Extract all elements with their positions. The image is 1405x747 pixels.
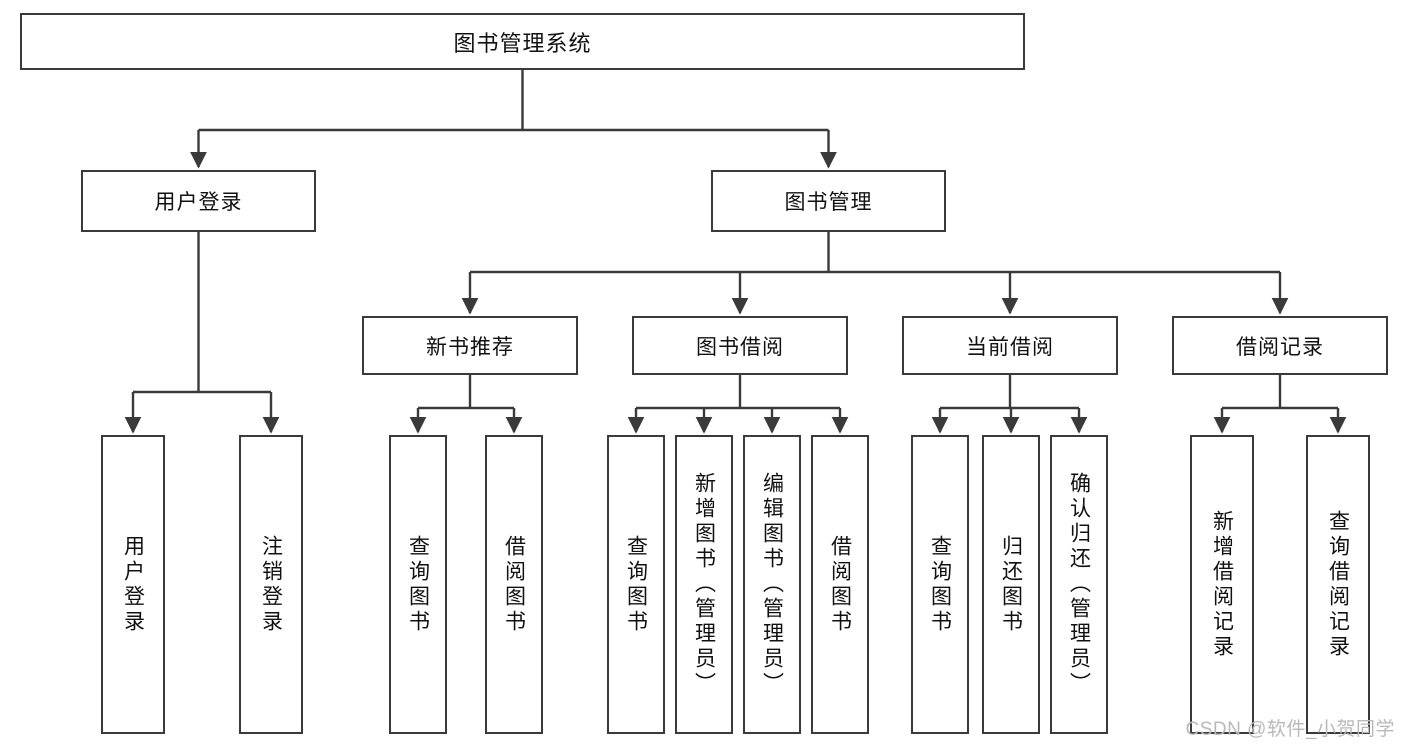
- node-label: 借阅图书: [502, 534, 526, 635]
- node-label: 图书管理: [784, 191, 873, 214]
- node-leaf-8[interactable]: 查询图书: [911, 435, 969, 734]
- node-root-图书管理系统[interactable]: 图书管理系统: [20, 13, 1025, 70]
- node-level3-0[interactable]: 新书推荐: [362, 316, 578, 375]
- node-label: 图书管理系统: [453, 30, 592, 56]
- node-label: 查询借阅记录: [1326, 509, 1350, 660]
- node-level2-0[interactable]: 用户登录: [81, 170, 316, 232]
- node-label: 查询图书: [928, 534, 952, 635]
- node-label: 查询图书: [624, 534, 648, 635]
- node-label: 图书借阅: [696, 335, 784, 359]
- node-label: 借阅图书: [828, 534, 852, 635]
- node-label: 用户登录: [154, 191, 243, 214]
- node-level3-2[interactable]: 当前借阅: [902, 316, 1118, 375]
- node-leaf-0[interactable]: 用户登录: [101, 435, 165, 734]
- node-leaf-7[interactable]: 借阅图书: [811, 435, 869, 734]
- node-label: 新增借阅记录: [1210, 509, 1234, 660]
- node-level2-1[interactable]: 图书管理: [711, 170, 946, 232]
- node-level3-3[interactable]: 借阅记录: [1172, 316, 1388, 375]
- node-leaf-3[interactable]: 借阅图书: [485, 435, 543, 734]
- node-label: 当前借阅: [966, 335, 1054, 359]
- node-label: 借阅记录: [1236, 335, 1324, 359]
- node-label: 编辑图书（管理员）: [760, 472, 784, 697]
- node-level3-1[interactable]: 图书借阅: [632, 316, 848, 375]
- node-label: 用户登录: [121, 534, 145, 635]
- node-leaf-12[interactable]: 查询借阅记录: [1306, 435, 1370, 734]
- node-label: 确认归还（管理员）: [1067, 472, 1091, 697]
- node-leaf-11[interactable]: 新增借阅记录: [1190, 435, 1254, 734]
- node-leaf-2[interactable]: 查询图书: [389, 435, 447, 734]
- node-label: 注销登录: [259, 534, 283, 635]
- node-leaf-10[interactable]: 确认归还（管理员）: [1050, 435, 1108, 734]
- node-label: 新增图书（管理员）: [692, 472, 716, 697]
- node-leaf-4[interactable]: 查询图书: [607, 435, 665, 734]
- node-leaf-5[interactable]: 新增图书（管理员）: [675, 435, 733, 734]
- node-leaf-6[interactable]: 编辑图书（管理员）: [743, 435, 801, 734]
- node-leaf-1[interactable]: 注销登录: [239, 435, 303, 734]
- node-label: 查询图书: [406, 534, 430, 635]
- node-label: 归还图书: [999, 534, 1023, 635]
- node-leaf-9[interactable]: 归还图书: [982, 435, 1040, 734]
- node-label: 新书推荐: [426, 335, 514, 359]
- csdn-watermark: CSDN @软件_小贺同学: [1185, 719, 1395, 740]
